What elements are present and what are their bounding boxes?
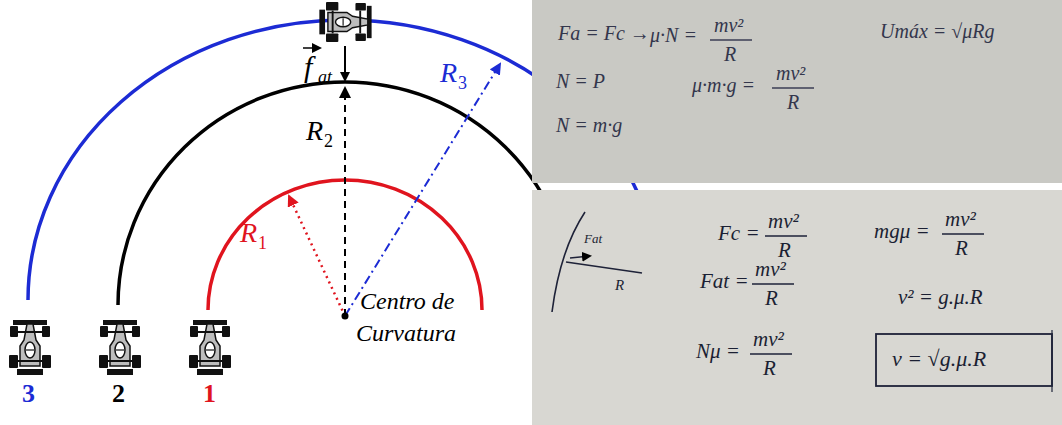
car-top — [319, 2, 371, 42]
fraction-bar — [772, 87, 814, 89]
note-text: R — [765, 287, 778, 310]
note-text: Fat = — [700, 270, 749, 293]
notes-photo-bottom — [532, 190, 1062, 425]
car-number: 2 — [112, 380, 125, 409]
sketch-arrow — [570, 256, 590, 258]
note-text: mgμ = — [874, 220, 930, 243]
note-text: R — [955, 237, 968, 260]
center-label: Centro de — [360, 288, 454, 314]
note-text: R — [763, 357, 776, 380]
sketch-label: Fat — [584, 232, 602, 246]
radius-1 — [289, 196, 345, 316]
fraction-bar — [752, 283, 794, 285]
sketch-radius — [566, 262, 642, 273]
sketch-label: R — [615, 277, 624, 294]
note-text: μ·N = — [650, 24, 697, 46]
radius-subscript: 3 — [458, 74, 467, 94]
radius-label: R — [306, 116, 323, 147]
radius-3 — [345, 64, 500, 316]
force-symbol: f — [304, 50, 312, 83]
note-text: mv² — [753, 328, 784, 351]
center-dot — [342, 313, 349, 320]
car-1 — [189, 320, 231, 375]
note-text: mv² — [755, 258, 786, 281]
note-text: mv² — [768, 210, 799, 233]
fraction-bar — [942, 233, 984, 235]
center-label: Curvatura — [356, 320, 456, 346]
friction-arrow — [344, 46, 346, 80]
radius-label: R — [240, 218, 257, 249]
force-subscript: at — [318, 68, 332, 88]
answer-box-mark — [1051, 330, 1052, 392]
notes-photo-top — [532, 0, 1062, 183]
radius-2 — [344, 88, 346, 316]
answer-text: v = √g.μ.R — [892, 347, 986, 371]
note-text: N = m·g — [556, 114, 622, 136]
fraction-bar — [765, 235, 807, 237]
note-text: mv² — [714, 14, 743, 36]
answer-box — [876, 334, 1052, 386]
note-text: Nμ = — [696, 340, 740, 363]
vector-sign — [303, 47, 320, 49]
radius-subscript: 1 — [258, 234, 267, 254]
fraction-bar — [750, 353, 792, 355]
car-number: 1 — [203, 380, 216, 409]
note-text: mv² — [776, 62, 805, 84]
car-2 — [99, 320, 141, 375]
note-text: Fc = — [718, 222, 760, 245]
car-number: 3 — [22, 380, 35, 409]
note-text: μ·m·g = — [692, 74, 755, 96]
radius-label: R — [440, 58, 457, 89]
note-text: R — [724, 43, 736, 65]
note-text: Umáx = √μRg — [880, 20, 995, 42]
fraction-bar — [710, 39, 752, 41]
note-text: Fa = Fc → — [558, 22, 650, 44]
radius-subscript: 2 — [324, 132, 333, 152]
car-3 — [9, 320, 51, 375]
note-text: v² = g.μ.R — [898, 286, 983, 309]
note-text: R — [787, 91, 799, 113]
note-text: N = P — [556, 70, 605, 92]
note-text: mv² — [945, 208, 976, 231]
